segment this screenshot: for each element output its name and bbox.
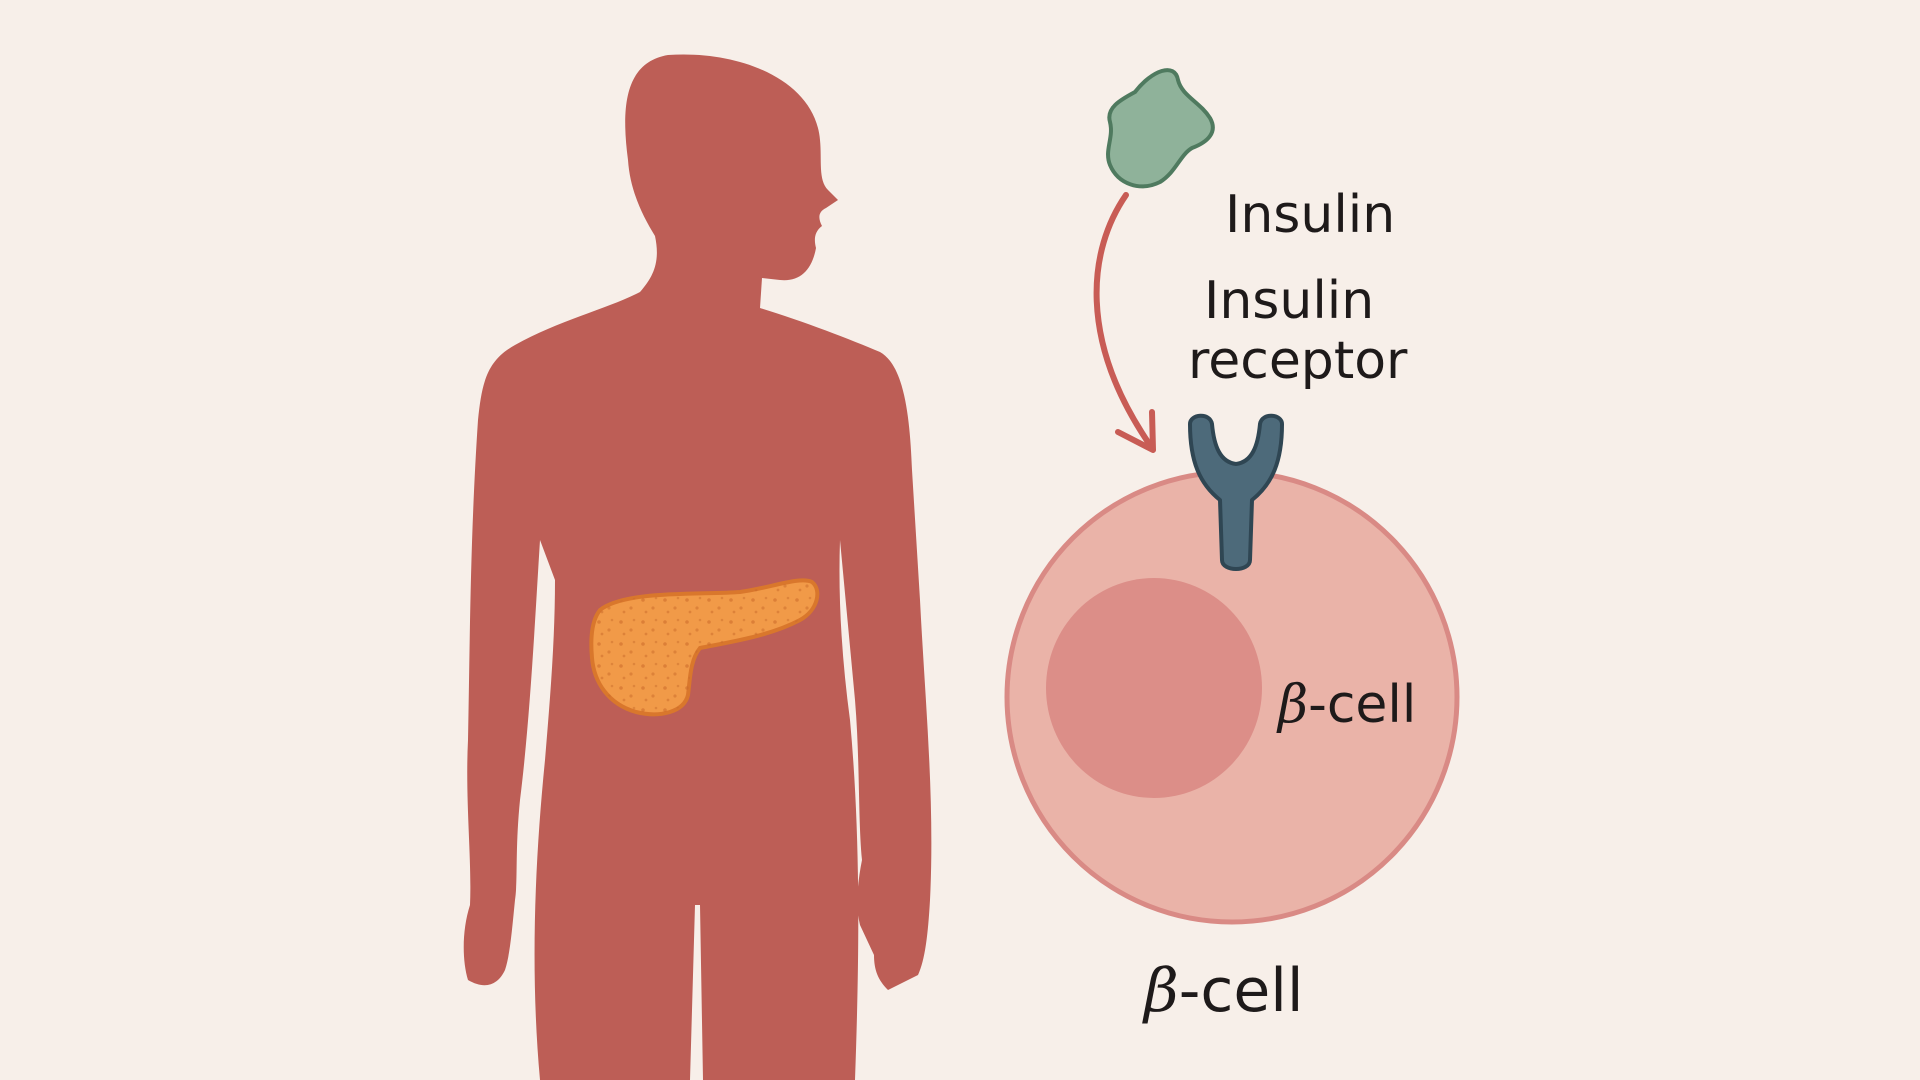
receptor-label-line2: receptor [1188, 330, 1408, 391]
arrow-shaft [1093, 192, 1153, 448]
cell-text: -cell [1308, 675, 1417, 735]
beta-symbol: β [1278, 675, 1309, 735]
beta-cell-icon [1004, 469, 1460, 925]
insulin-receptor-label: Insulin receptor [1188, 271, 1408, 392]
insulin-receptor-icon [1188, 413, 1284, 571]
beta-symbol: β [1144, 956, 1179, 1026]
human-silhouette-icon [463, 54, 932, 1080]
insulin-molecule-icon [1106, 68, 1215, 189]
receptor-shape [1188, 413, 1284, 571]
pancreas-icon [589, 578, 820, 717]
pancreas-texture [591, 580, 818, 715]
insulin-molecule-shape [1106, 68, 1215, 189]
receptor-label-line1: Insulin [1204, 271, 1375, 331]
cell-nucleus [1046, 578, 1262, 798]
arrow-head [1115, 409, 1156, 453]
binding-arrow [1093, 192, 1156, 453]
insulin-label: Insulin [1225, 185, 1396, 245]
beta-cell-inner-label: β-cell [1278, 675, 1417, 736]
cell-text: -cell [1178, 956, 1304, 1026]
human-body [463, 54, 932, 1080]
beta-cell-outer-label: β-cell [1144, 957, 1304, 1026]
